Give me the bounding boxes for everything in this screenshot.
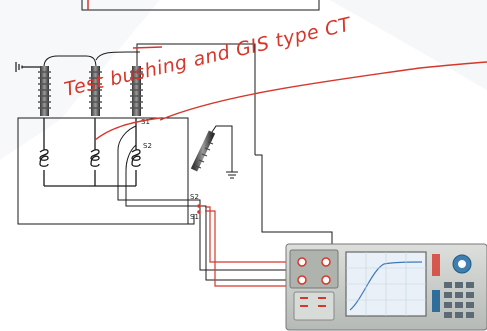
- tap-label-s1: S1: [141, 118, 150, 126]
- top-box: [81, 0, 320, 11]
- instrument-icon[interactable]: [285, 243, 487, 331]
- gis-ct: [190, 125, 238, 179]
- test-leads: [205, 206, 296, 287]
- secondary-wires: [18, 125, 290, 281]
- tap-label-s2: S2: [143, 142, 152, 150]
- terminal-label-s1: S1: [190, 213, 199, 221]
- bushing-icon: [38, 66, 143, 116]
- primary-wire: [255, 154, 333, 258]
- bushing-top-wires: [43, 43, 256, 155]
- terminal-label-s2: S2: [190, 193, 199, 201]
- annotation-stroke: [94, 46, 487, 141]
- terminal-block: S2 S1: [190, 193, 201, 221]
- ct-coil-icon: [39, 118, 141, 187]
